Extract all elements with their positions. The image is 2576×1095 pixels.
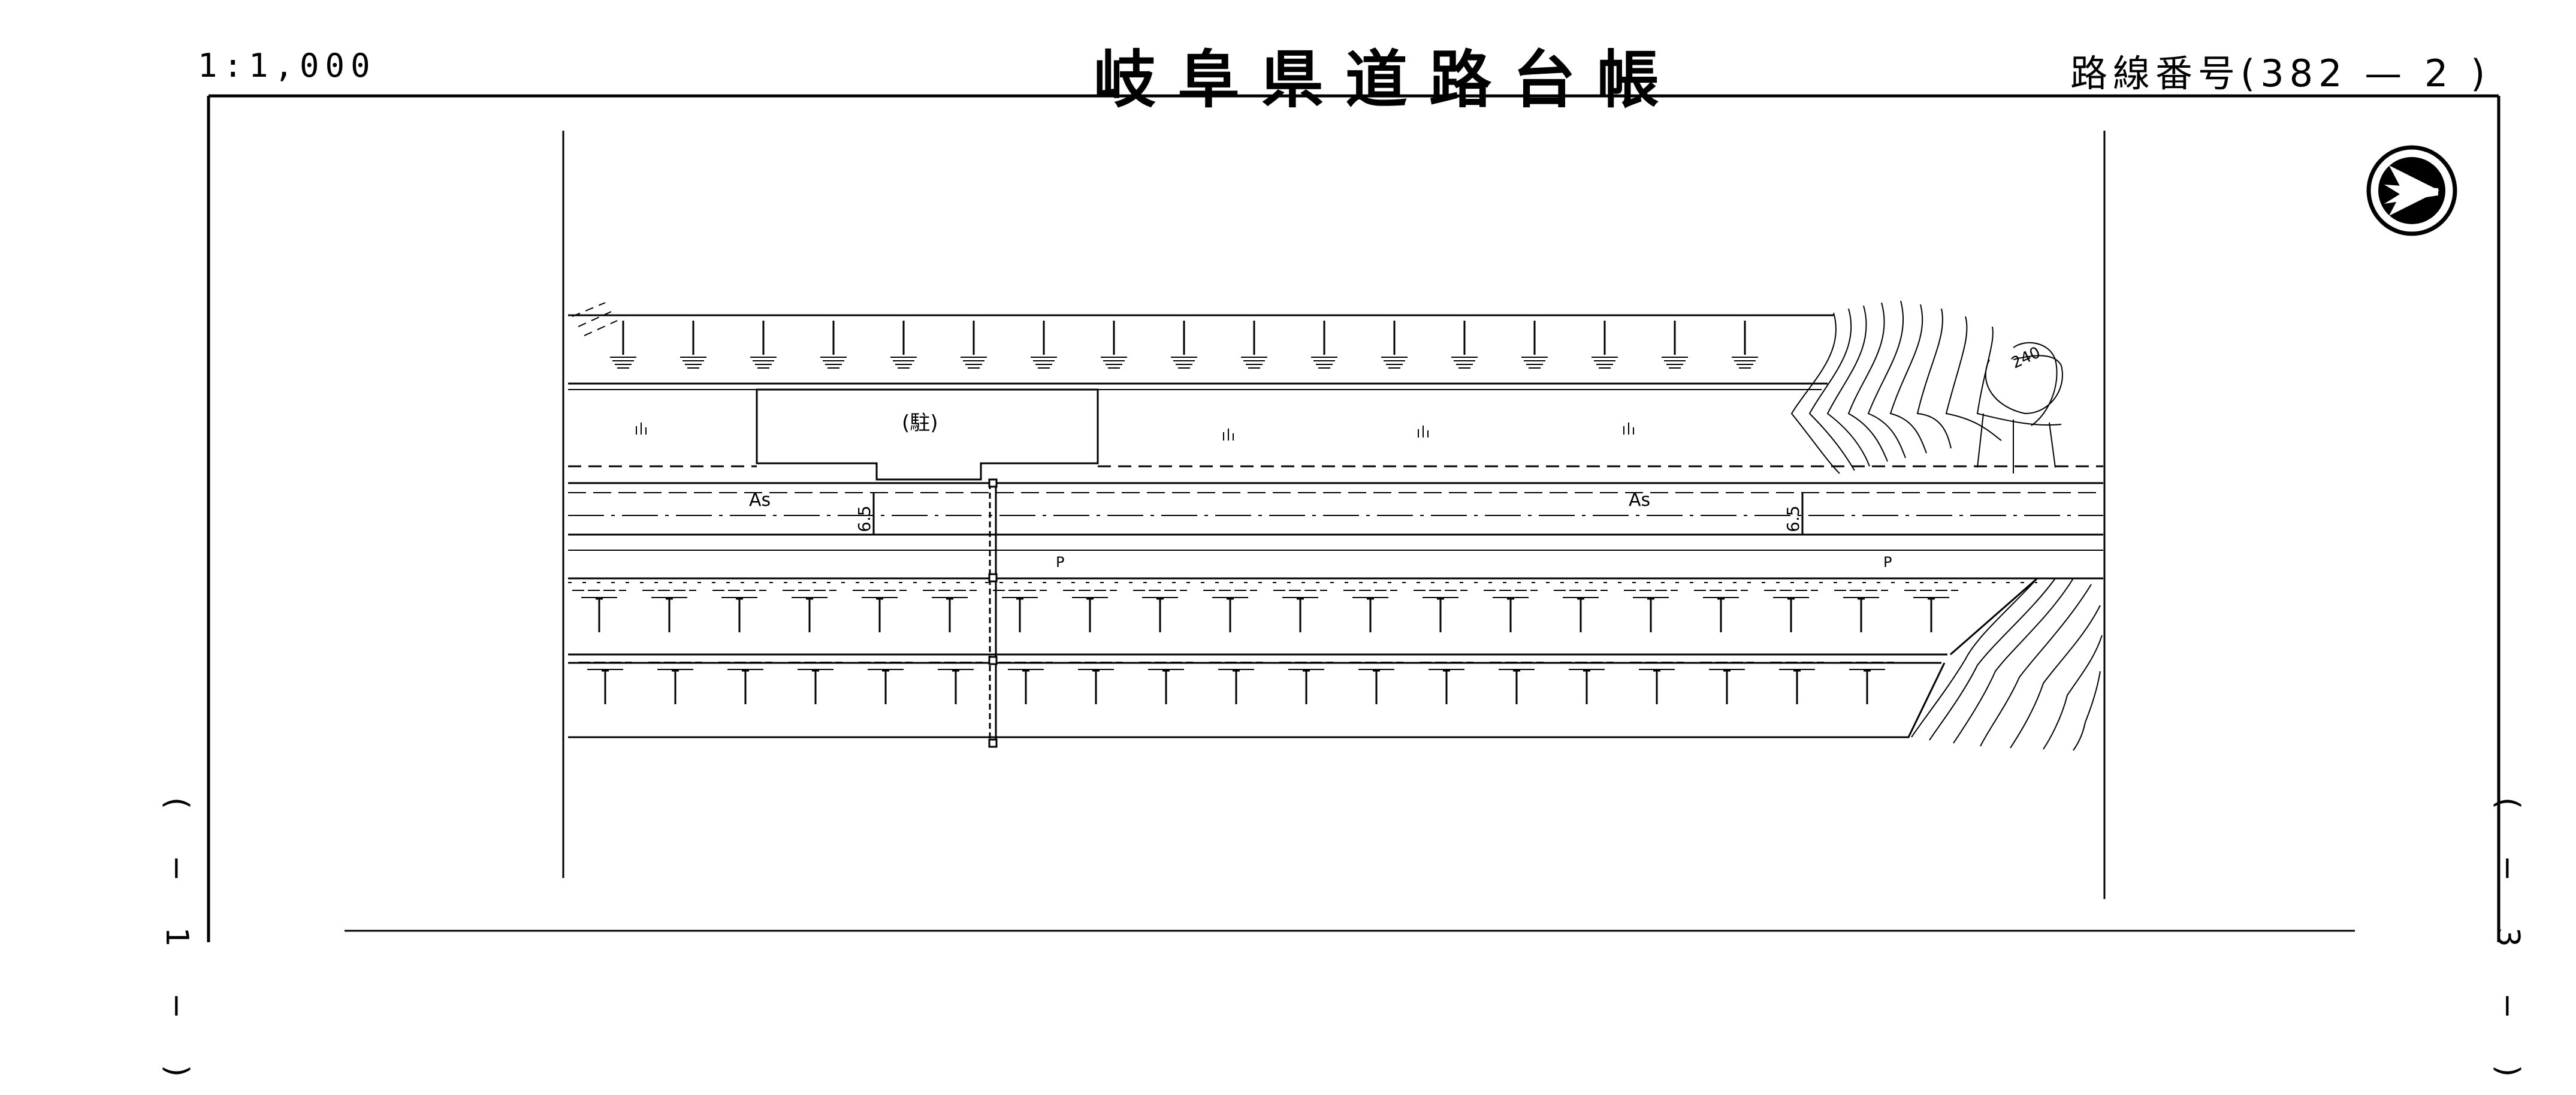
slope-symbol xyxy=(1241,321,1267,369)
width-label-right: 6.5 xyxy=(1783,505,1803,532)
map-labels: (駐) As As 6.5 6.5 P P 240 xyxy=(749,343,2043,571)
embankment-symbol xyxy=(1343,590,1397,632)
vegetation-symbols xyxy=(636,423,1634,441)
mark-label-left: P xyxy=(1056,554,1064,571)
embankment-symbol xyxy=(1700,662,1754,704)
embankment-symbol xyxy=(1904,590,1958,632)
embankment-symbol xyxy=(923,590,977,632)
slope-symbol xyxy=(890,321,917,369)
surface-label-right: As xyxy=(1629,490,1650,511)
slope-symbol xyxy=(1732,321,1758,369)
embankment-symbol xyxy=(1069,662,1123,704)
building-label: (駐) xyxy=(902,411,938,435)
embankment-symbol xyxy=(929,662,983,704)
embankment-symbol xyxy=(1279,662,1333,704)
contour-hill-upper xyxy=(1790,300,2063,474)
embankment-symbol xyxy=(572,590,626,632)
slope-symbol xyxy=(750,321,777,369)
upper-slope-ticks xyxy=(610,321,1758,369)
embankment-symbol xyxy=(1349,662,1403,704)
embankment-symbol xyxy=(853,590,907,632)
mark-label-right: P xyxy=(1883,554,1892,571)
slope-symbol xyxy=(820,321,847,369)
embankment-symbol xyxy=(718,662,772,704)
embankment-symbol xyxy=(993,590,1047,632)
embankment-symbol xyxy=(642,590,696,632)
map-frame xyxy=(207,94,2500,942)
embankment-symbol xyxy=(1063,590,1117,632)
embankment-symbol xyxy=(999,662,1053,704)
embankment-symbol xyxy=(1840,662,1894,704)
embankment-symbol xyxy=(1764,590,1818,632)
embankment-symbol xyxy=(712,590,766,632)
width-dimension-right xyxy=(1798,493,1807,536)
lower-slope-ticks xyxy=(572,590,1958,704)
embankment-symbol xyxy=(1630,662,1684,704)
embankment-symbol xyxy=(1273,590,1327,632)
slope-symbol xyxy=(1381,321,1408,369)
embankment-symbol xyxy=(1624,590,1678,632)
slope-symbol xyxy=(1521,321,1548,369)
embankment-symbol xyxy=(1420,662,1473,704)
width-dimension-left xyxy=(869,493,878,536)
slope-symbol xyxy=(1101,321,1127,369)
contour-hill-lower xyxy=(1911,578,2103,751)
road-ledger-map: (駐) As As 6.5 6.5 P P 240 xyxy=(207,94,2500,942)
survey-section-line xyxy=(988,478,998,748)
embankment-symbol xyxy=(1560,662,1614,704)
page-title: 岐阜県道路台帳 xyxy=(1094,43,1681,116)
map-scale: 1:1,000 xyxy=(198,47,376,85)
embankment-symbol xyxy=(783,590,836,632)
width-label-left: 6.5 xyxy=(854,505,874,532)
slope-symbol xyxy=(680,321,706,369)
slope-symbol xyxy=(1031,321,1057,369)
road-lines xyxy=(568,465,2103,583)
surface-label-left: As xyxy=(749,490,771,511)
embankment-symbol xyxy=(789,662,842,704)
parking-lot xyxy=(756,388,1099,481)
embankment-symbol xyxy=(578,662,632,704)
embankment-symbol xyxy=(1770,662,1824,704)
embankment-symbol xyxy=(1209,662,1263,704)
upper-slope-band xyxy=(568,302,1834,390)
embankment-symbol xyxy=(1203,590,1257,632)
north-arrow-icon xyxy=(2366,145,2457,236)
slope-symbol xyxy=(610,321,636,369)
embankment-symbol xyxy=(1490,662,1544,704)
slope-symbol xyxy=(1662,321,1688,369)
slope-symbol xyxy=(1311,321,1337,369)
embankment-symbol xyxy=(1414,590,1467,632)
embankment-symbol xyxy=(1139,662,1193,704)
embankment-symbol xyxy=(1694,590,1748,632)
slope-symbol xyxy=(1451,321,1478,369)
embankment-symbol xyxy=(1834,590,1888,632)
embankment-symbol xyxy=(859,662,913,704)
embankment-symbol xyxy=(648,662,702,704)
lower-slope-bands xyxy=(568,577,2038,738)
embankment-symbol xyxy=(1133,590,1187,632)
route-number: 路線番号(382 — 2 ) xyxy=(2070,52,2491,95)
slope-symbol xyxy=(1591,321,1618,369)
embankment-symbol xyxy=(1484,590,1538,632)
slope-symbol xyxy=(1171,321,1197,369)
embankment-symbol xyxy=(1554,590,1608,632)
slope-symbol xyxy=(961,321,987,369)
